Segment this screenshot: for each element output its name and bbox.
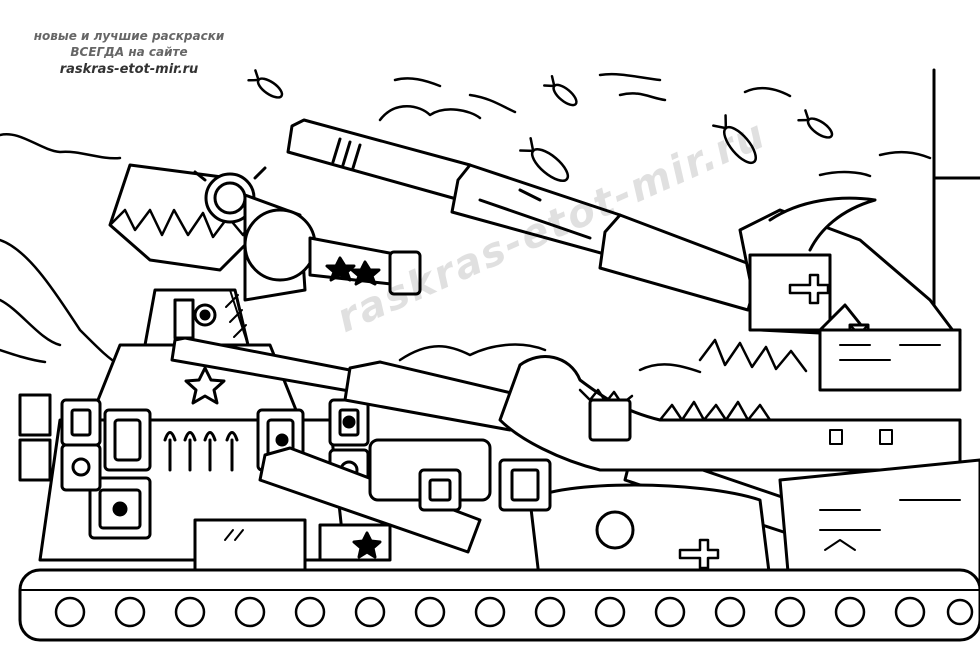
caption-line-2: ВСЕГДА на сайте bbox=[70, 45, 188, 59]
enemy-turret-right bbox=[738, 196, 962, 345]
falling-bombs bbox=[247, 69, 834, 182]
soviet-tank-tower bbox=[108, 163, 422, 302]
german-monster-tank bbox=[498, 328, 962, 472]
center-turrets bbox=[193, 438, 552, 572]
tank-tracks bbox=[18, 568, 980, 642]
german-tank-hull bbox=[528, 458, 980, 597]
giant-gun-barrel bbox=[286, 118, 762, 312]
site-caption: новые и лучшие раскраски ВСЕГДА на сайте… bbox=[14, 28, 244, 80]
background-mountains bbox=[0, 132, 702, 374]
smoke-clouds bbox=[378, 72, 932, 178]
caption-site-url: raskras-etot-mir.ru bbox=[59, 62, 199, 77]
left-gun-columns bbox=[18, 393, 370, 492]
caption-line-1: новые и лучшие раскраски bbox=[33, 29, 225, 43]
flag-pole bbox=[932, 68, 980, 312]
